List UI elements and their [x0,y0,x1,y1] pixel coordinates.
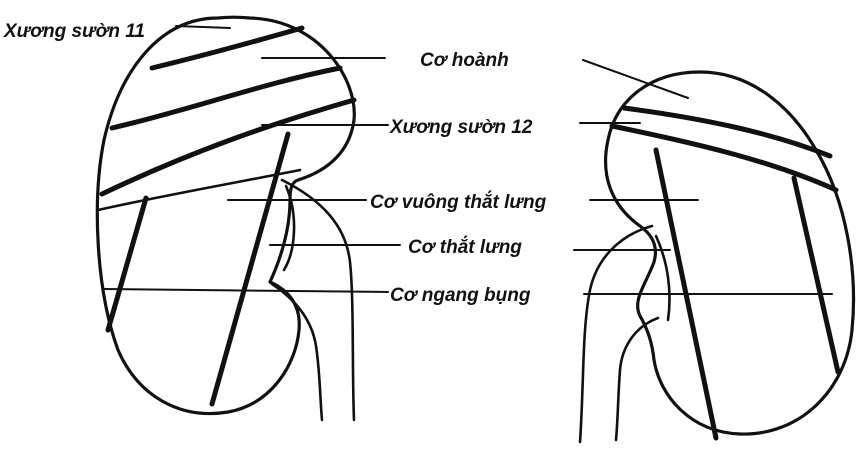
label-quadratus: Cơ vuông thắt lưng [370,191,547,213]
labels: Xương sườn 11 Cơ hoành Xương sườn 12 Cơ … [3,21,547,306]
left-ureter-inner [272,284,322,420]
right-quadratus-line [794,178,838,372]
right-rib12-lower [612,126,836,190]
label-rib11: Xương sườn 11 [3,21,145,42]
right-ureter-inner [616,318,658,440]
left-rib11-line [152,28,302,68]
label-psoas: Cơ thắt lưng [408,236,522,258]
right-ureter-outer [580,226,652,442]
left-quadratus-line [108,198,146,330]
leader-rib11 [176,26,230,28]
left-rib12-lower [102,100,354,194]
left-kidney [97,17,354,420]
right-psoas-edge [656,236,670,320]
left-rib12-upper [112,68,340,128]
label-rib12: Xương sườn 12 [389,117,533,138]
label-diaphragm: Cơ hoành [420,50,509,71]
right-kidney [580,72,854,442]
label-transversus: Cơ ngang bụng [390,285,531,306]
